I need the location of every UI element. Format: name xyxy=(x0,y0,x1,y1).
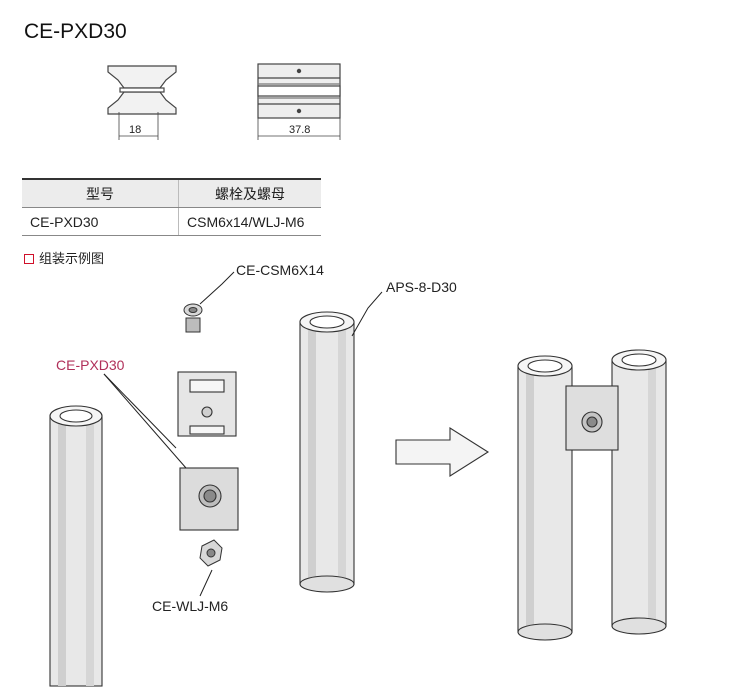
nut-part xyxy=(199,539,223,567)
page-title: CE-PXD30 xyxy=(24,20,127,43)
dimension-lines-length xyxy=(257,118,341,140)
width-dimension: 18 xyxy=(129,124,142,136)
assembled-tube-left xyxy=(517,355,573,641)
connector-upper-part xyxy=(177,371,237,437)
callout-bolt: CE-CSM6X14 xyxy=(236,262,324,278)
leader-lines xyxy=(103,271,383,597)
section-title: 组装示例图 xyxy=(39,251,105,266)
callout-profile: APS-8-D30 xyxy=(386,279,457,295)
assembled-tube-right xyxy=(611,349,667,635)
callout-nut: CE-WLJ-M6 xyxy=(152,598,229,614)
dimension-lines-width xyxy=(118,112,159,140)
table-header-bolt-nut: 螺栓及螺母 xyxy=(178,179,321,208)
section-marker-icon xyxy=(24,254,34,264)
connector-side-view xyxy=(257,63,341,119)
length-dimension: 37.8 xyxy=(289,124,311,136)
table-cell-model: CE-PXD30 xyxy=(22,207,179,236)
section-heading: 组装示例图 xyxy=(24,248,104,267)
bolt-part xyxy=(183,303,203,333)
assembled-connector xyxy=(565,385,619,451)
connector-front-view xyxy=(107,65,177,115)
connector-lower-part xyxy=(179,467,239,531)
table-row: CE-PXD30 CSM6x14/WLJ-M6 xyxy=(22,207,321,236)
table-cell-bolt-nut: CSM6x14/WLJ-M6 xyxy=(178,207,321,236)
assembly-arrow xyxy=(395,427,490,477)
profile-tube-middle xyxy=(299,311,355,593)
profile-tube-left xyxy=(49,405,103,687)
callout-part: CE-PXD30 xyxy=(56,357,125,373)
spec-table: 型号 螺栓及螺母 CE-PXD30 CSM6x14/WLJ-M6 xyxy=(22,178,321,236)
table-header-model: 型号 xyxy=(22,179,179,208)
